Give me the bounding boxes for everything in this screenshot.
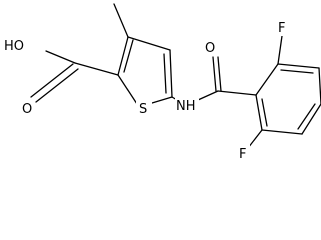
bond-methyl bbox=[113, 3, 129, 38]
bond-benz-6-1 bbox=[255, 94, 263, 131]
bond-carbonyl-o-b bbox=[217, 56, 222, 92]
atom-label-oh: HO bbox=[4, 39, 24, 54]
bond-ring-c3-c4 bbox=[127, 36, 171, 51]
bond-ring-s-c2 bbox=[117, 74, 138, 105]
bond-ring-c2-c3 bbox=[117, 36, 129, 76]
bond-ring-c2-c3-inner bbox=[123, 39, 134, 73]
bond-c-o-double-a bbox=[30, 63, 74, 98]
bond-ring-c5-s bbox=[151, 96, 173, 104]
bond-acid-to-ring bbox=[74, 62, 119, 76]
bond-ring-c4-c5-inner bbox=[163, 53, 167, 94]
bond-benz-6-1-inner bbox=[261, 98, 268, 127]
bond-carbonyl-o-a bbox=[212, 56, 217, 92]
bond-benz-5-6 bbox=[261, 129, 303, 135]
bond-c-f-top bbox=[277, 35, 283, 65]
bond-benz-4-5 bbox=[301, 103, 321, 135]
bond-benz-2-3-inner bbox=[280, 69, 314, 74]
bond-c-oh bbox=[45, 50, 76, 64]
atom-label-amide-o: O bbox=[205, 41, 215, 56]
atom-label-f-top: F bbox=[278, 21, 285, 36]
bond-benz-4-5-inner bbox=[297, 103, 316, 130]
atom-label-f-bottom: F bbox=[239, 147, 246, 162]
structure-diagram: HO O S NH O F F bbox=[2, 3, 321, 162]
atom-label-s: S bbox=[139, 102, 147, 117]
bond-carbonyl-ring bbox=[217, 90, 257, 96]
bond-c-f-bottom bbox=[247, 129, 263, 149]
atom-labels: HO O S NH O F F bbox=[2, 18, 289, 162]
atom-label-nh: NH bbox=[176, 99, 196, 114]
bond-benz-2-3 bbox=[277, 63, 320, 69]
bond-n-carbonyl bbox=[197, 90, 219, 101]
bond-c-o-double-b bbox=[35, 68, 79, 103]
bond-ring-c4-c5 bbox=[169, 49, 173, 98]
bond-benz-1-2 bbox=[255, 63, 279, 96]
atom-label-acid-o: O bbox=[22, 102, 32, 117]
